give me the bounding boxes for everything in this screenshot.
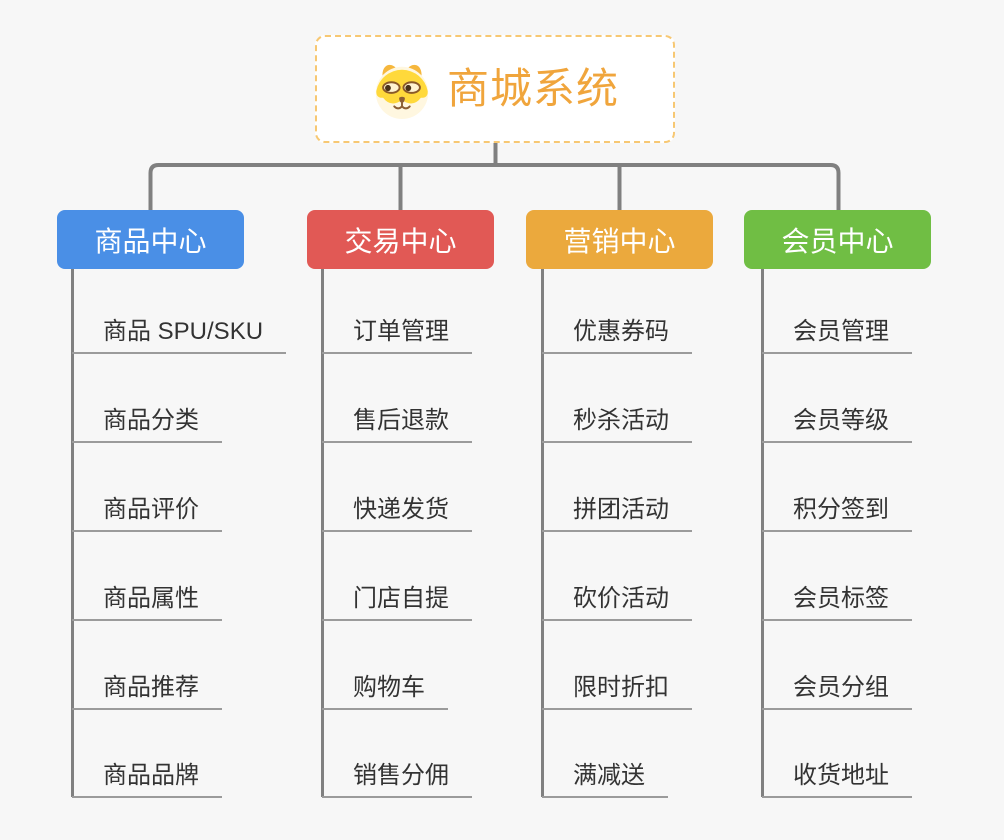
- branch-header-label: 会员中心: [781, 225, 894, 257]
- mindmap-node[interactable]: 优惠券码: [542, 317, 692, 354]
- branch-header-member-center[interactable]: 会员中心: [744, 210, 931, 269]
- branch-header-product-center[interactable]: 商品中心: [57, 210, 244, 269]
- mindmap-node[interactable]: 订单管理: [322, 317, 472, 354]
- mindmap-node[interactable]: 商品评价: [72, 495, 222, 532]
- mindmap-node[interactable]: 商品属性: [72, 584, 222, 621]
- dog-face-icon: [375, 64, 429, 120]
- branch-header-marketing-center[interactable]: 营销中心: [526, 210, 713, 269]
- mindmap-node[interactable]: 秒杀活动: [542, 406, 692, 443]
- branch-header-trade-center[interactable]: 交易中心: [307, 210, 494, 269]
- mindmap-node[interactable]: 砍价活动: [542, 584, 692, 621]
- branch-items-product-center: 商品 SPU/SKU 商品分类 商品评价 商品属性 商品推荐 商品品牌: [72, 0, 312, 840]
- mindmap-node[interactable]: 商品品牌: [72, 761, 222, 798]
- mindmap-node[interactable]: 门店自提: [322, 584, 472, 621]
- branch-items-marketing-center: 优惠券码 秒杀活动 拼团活动 砍价活动 限时折扣 满减送: [542, 0, 782, 840]
- branch-items-trade-center: 订单管理 售后退款 快递发货 门店自提 购物车 销售分佣: [322, 0, 562, 840]
- mindmap-node[interactable]: 商品推荐: [72, 673, 222, 710]
- branch-header-label: 交易中心: [344, 225, 457, 257]
- mindmap-node[interactable]: 会员分组: [762, 673, 912, 710]
- mindmap-node[interactable]: 快递发货: [322, 495, 472, 532]
- root-node[interactable]: 商城系统: [315, 35, 675, 143]
- mindmap-node[interactable]: 会员等级: [762, 406, 912, 443]
- branch-header-label: 商品中心: [94, 225, 207, 257]
- mindmap-node[interactable]: 收货地址: [762, 761, 912, 798]
- root-title: 商城系统: [446, 65, 619, 112]
- mindmap-node[interactable]: 限时折扣: [542, 673, 692, 710]
- mindmap-node[interactable]: 积分签到: [762, 495, 912, 532]
- mindmap-node[interactable]: 销售分佣: [322, 761, 472, 798]
- mindmap-node[interactable]: 售后退款: [322, 406, 472, 443]
- mindmap-node[interactable]: 购物车: [322, 673, 448, 710]
- mindmap-node[interactable]: 满减送: [542, 761, 668, 798]
- branch-header-label: 营销中心: [563, 225, 676, 257]
- mindmap-node[interactable]: 拼团活动: [542, 495, 692, 532]
- mindmap-node[interactable]: 商品 SPU/SKU: [72, 317, 287, 354]
- mindmap-node[interactable]: 会员标签: [762, 584, 912, 621]
- branch-items-member-center: 会员管理 会员等级 积分签到 会员标签 会员分组 收货地址: [762, 0, 1002, 840]
- mindmap-node[interactable]: 会员管理: [762, 317, 912, 354]
- mindmap-node[interactable]: 商品分类: [72, 406, 222, 443]
